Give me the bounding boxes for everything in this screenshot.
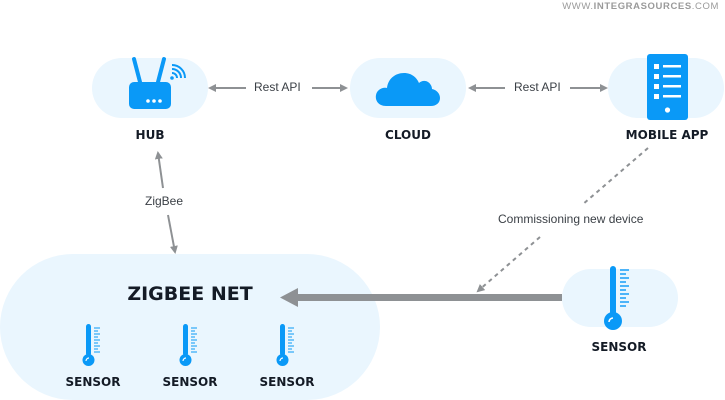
thermometer-icon	[82, 324, 100, 366]
hub-label: HUB	[135, 128, 165, 142]
zigbee-net-bg	[0, 254, 380, 400]
thermometer-icon	[604, 266, 629, 330]
sensor-label: SENSOR	[162, 375, 218, 389]
router-wifi-icon	[129, 57, 186, 109]
commissioning-label: Commissioning new device	[498, 212, 644, 226]
hub-cloud-label: Rest API	[254, 80, 301, 94]
mobile-app-label: MOBILE APP	[625, 128, 709, 142]
zigbee-net-title: ZIGBEE NET	[127, 283, 253, 305]
watermark: WWW.INTEGRASOURCES.COM	[562, 1, 719, 12]
edge-hub-zigbee	[154, 151, 178, 254]
edge-commissioning	[476, 147, 649, 293]
zigbee-link-label: ZigBee	[145, 194, 184, 208]
thermometer-icon	[276, 324, 294, 366]
new-sensor-label: SENSOR	[591, 340, 647, 354]
mobile-phone-list-icon	[647, 54, 688, 120]
edge-sensor-join	[280, 288, 562, 307]
sensor-label: SENSOR	[259, 375, 315, 389]
sensor-label: SENSOR	[65, 375, 121, 389]
thermometer-icon	[179, 324, 197, 366]
cloud-label: CLOUD	[385, 128, 431, 142]
cloud-app-label: Rest API	[514, 80, 561, 94]
cloud-icon	[375, 73, 440, 106]
